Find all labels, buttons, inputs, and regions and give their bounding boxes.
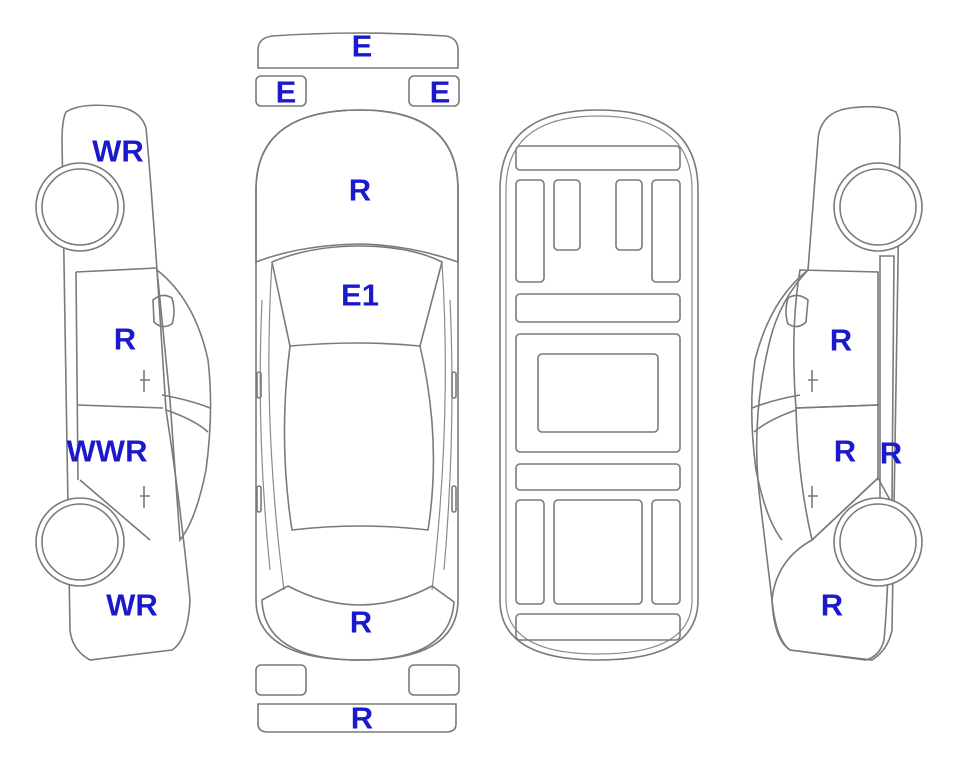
front-bumper-panel[interactable]	[257, 32, 459, 69]
underbody-view	[499, 109, 699, 661]
right-front-wheel	[833, 162, 923, 252]
trunk-panel[interactable]	[261, 585, 455, 661]
left-rear-door-handle	[140, 486, 150, 508]
label-rear-bumper: R	[351, 701, 373, 736]
right-rear-wheel	[833, 497, 923, 587]
right-side-mirror	[785, 294, 809, 328]
top-side-lines	[259, 261, 453, 591]
underbody-outline	[499, 109, 699, 661]
rear-bumper-panel[interactable]	[257, 703, 457, 733]
left-rear-wheel	[35, 497, 125, 587]
left-side-mirror	[152, 294, 175, 328]
label-hood: R	[349, 173, 371, 208]
windshield-panel[interactable]	[271, 245, 443, 347]
label-left-front-fender: WR	[92, 134, 144, 169]
right-mirror-top	[451, 371, 457, 399]
right-side-glass	[750, 269, 809, 541]
top-view: E E E R E1 R R	[255, 29, 460, 736]
label-trunk: R	[350, 605, 372, 640]
roof-outline	[283, 345, 435, 531]
right-side-body-outline	[755, 105, 901, 661]
left-side-glass	[156, 268, 212, 543]
left-taillight	[255, 664, 307, 696]
left-mirror-top	[256, 371, 262, 399]
left-side-view: WR R WWR WR	[35, 104, 212, 661]
label-front-bumper: E	[352, 29, 373, 64]
right-headlight-panel[interactable]	[408, 75, 460, 107]
label-right-headlight: E	[430, 75, 451, 110]
label-right-rear-pillar: R	[880, 436, 902, 471]
left-front-door-handle	[140, 370, 150, 392]
right-taillight	[408, 664, 460, 696]
label-right-rear-door: R	[834, 434, 856, 469]
label-left-rear-quarter: WR	[106, 588, 158, 623]
hood-panel[interactable]	[255, 109, 459, 264]
left-front-wheel	[35, 162, 125, 252]
label-left-rear-door: WWR	[67, 434, 148, 469]
label-right-rear-quarter: R	[821, 588, 843, 623]
right-side-view: R R R R	[750, 105, 923, 661]
label-right-front-door: R	[830, 323, 852, 358]
label-left-headlight: E	[276, 75, 297, 110]
left-side-window-line	[161, 394, 211, 433]
label-windshield: E1	[341, 278, 379, 313]
left-door-lines	[75, 267, 164, 541]
left-headlight-panel[interactable]	[255, 75, 307, 107]
label-left-front-door: R	[114, 322, 136, 357]
